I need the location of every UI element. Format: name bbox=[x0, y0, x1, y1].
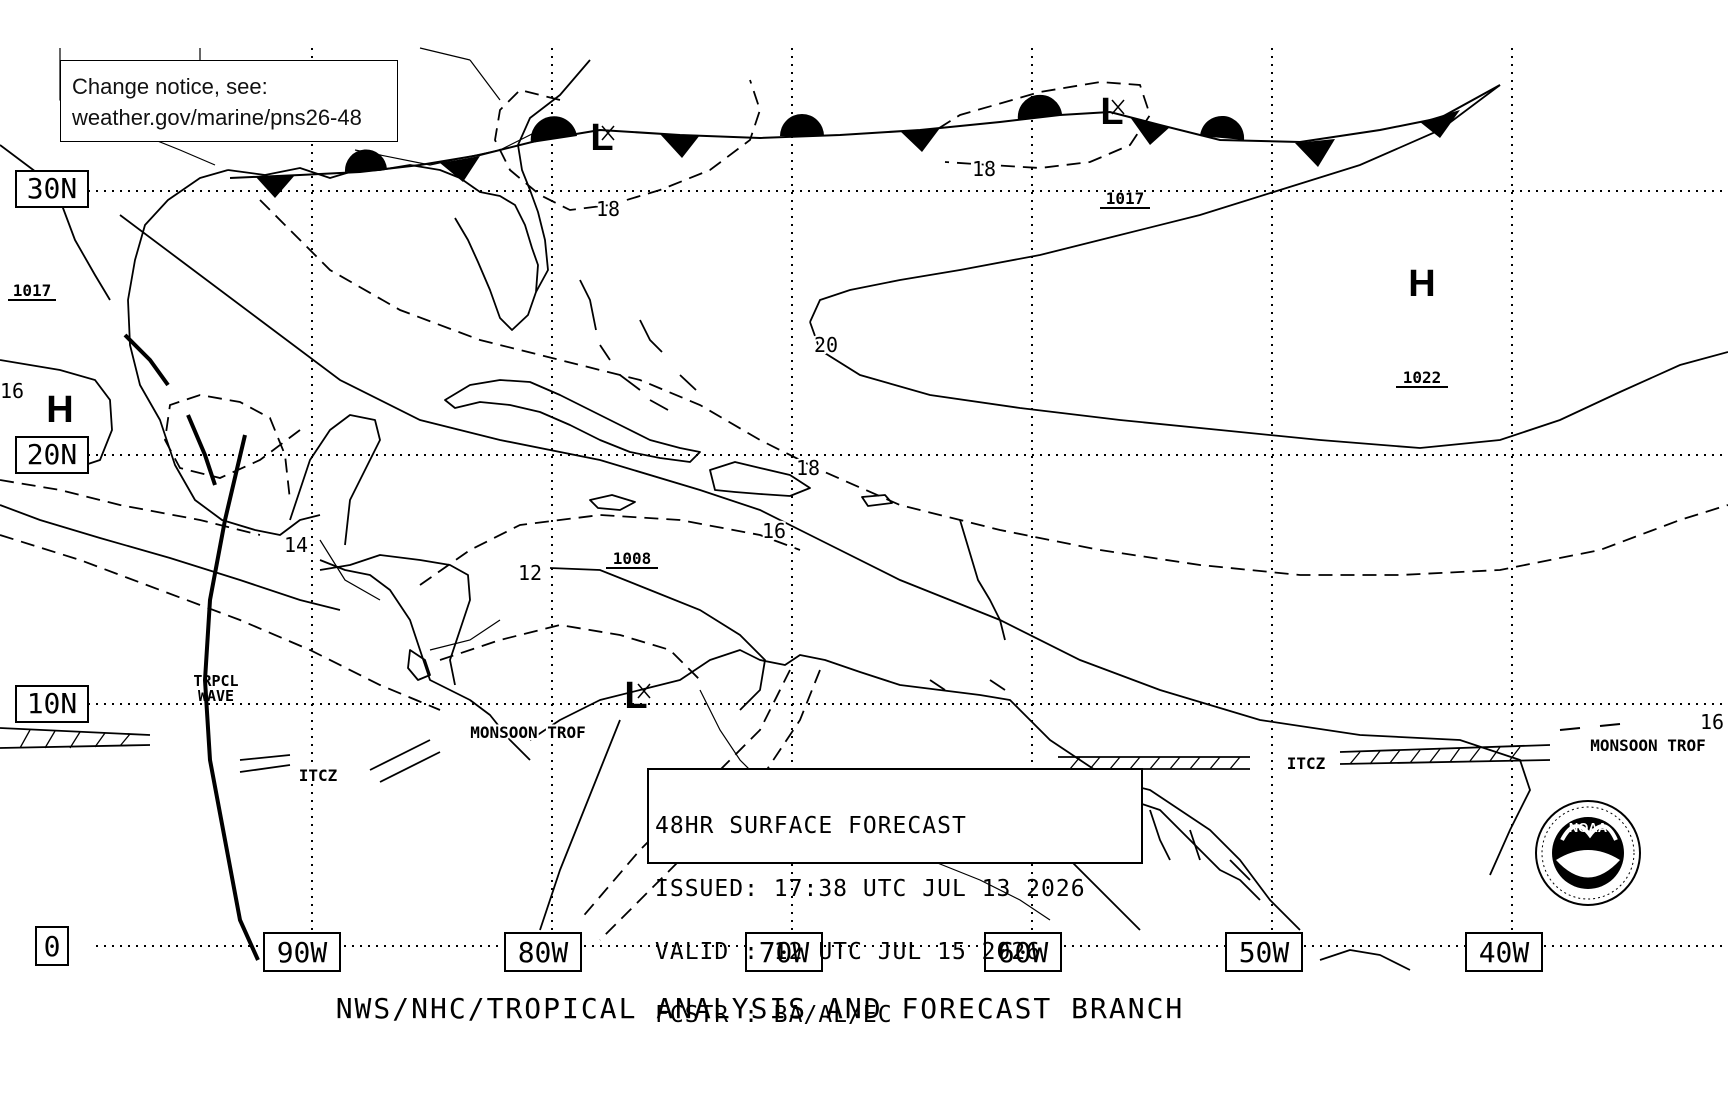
high-pressure-center-gulf: H bbox=[46, 389, 73, 431]
lon-label-40w: 40W bbox=[1479, 936, 1530, 969]
coastlines bbox=[0, 59, 1411, 971]
feature-labels: MONSOON TROF MONSOON TROF ITCZ ITCZ bbox=[297, 721, 1708, 787]
change-notice-line-1: Change notice, see: bbox=[72, 74, 268, 99]
change-notice: Change notice, see: weather.gov/marine/p… bbox=[60, 60, 398, 142]
pressure-label-caribbean: 1008 bbox=[613, 549, 652, 568]
isobar-label: 16 bbox=[0, 379, 24, 403]
pressure-value-labels: 1017 1017 1022 1008 bbox=[8, 189, 1448, 569]
isobar-label: 18 bbox=[596, 197, 620, 221]
tropical-wave-axis bbox=[123, 333, 260, 961]
lat-label-equator: 0 bbox=[44, 930, 61, 963]
lat-label-20n: 20N bbox=[27, 438, 78, 471]
isobar-label: 14 bbox=[284, 533, 308, 557]
high-pressure-center-atlantic: H bbox=[1408, 263, 1435, 305]
isobar-labels: 18 18 20 18 16 16 14 12 16 bbox=[0, 155, 1726, 736]
isobar-label: 12 bbox=[518, 561, 542, 585]
forecast-valid: VALID : 12 UTC JUL 15 2026 bbox=[655, 939, 1042, 965]
forecast-issued: ISSUED: 17:38 UTC JUL 13 2026 bbox=[655, 876, 1086, 902]
monsoon-trough-label-west: MONSOON TROF bbox=[470, 723, 586, 742]
lon-label-90w: 90W bbox=[277, 936, 328, 969]
front-cold-triangles bbox=[255, 110, 1460, 198]
isobar-label: 20 bbox=[814, 333, 838, 357]
low-center-markers bbox=[601, 99, 1125, 699]
lon-label-70w: 70W bbox=[759, 936, 810, 969]
monsoon-trough-label-east: MONSOON TROF bbox=[1590, 736, 1706, 755]
forecast-title: 48HR SURFACE FORECAST bbox=[655, 813, 967, 839]
pressure-centers: H H L L L bbox=[46, 91, 1435, 717]
noaa-logo-text: NOAA bbox=[1569, 820, 1608, 835]
pressure-label-atlantic-high: 1022 bbox=[1403, 368, 1442, 387]
noaa-logo: NOAA bbox=[1535, 800, 1641, 906]
lat-label-10n: 10N bbox=[27, 687, 78, 720]
itcz-hatch bbox=[19, 729, 1521, 770]
monsoon-trough bbox=[1559, 723, 1621, 731]
longitude-labels: 90W 80W 70W 60W 50W 40W bbox=[263, 932, 1543, 972]
forecast-forecaster: FCSTR : BA/AL/EC bbox=[655, 1002, 893, 1028]
isobar-label: 16 bbox=[762, 519, 786, 543]
lon-label-60w: 60W bbox=[998, 936, 1049, 969]
isobars-dashed bbox=[0, 79, 1728, 941]
itcz-label-west: ITCZ bbox=[299, 766, 338, 785]
isobar-label: 16 bbox=[1700, 710, 1724, 734]
footer-credit: NWS/NHC/TROPICAL ANALYSIS AND FORECAST B… bbox=[335, 992, 1185, 1025]
low-pressure-center-atlantic: L bbox=[1100, 91, 1123, 133]
pressure-label-atlantic-north: 1017 bbox=[1106, 189, 1145, 208]
lon-label-80w: 80W bbox=[518, 936, 569, 969]
isobar-label: 18 bbox=[972, 157, 996, 181]
itcz-bands bbox=[0, 727, 1551, 783]
latitude-labels: 30N 20N 10N 0 bbox=[15, 170, 89, 966]
itcz-label-east: ITCZ bbox=[1287, 754, 1326, 773]
front-warm-semicircles bbox=[344, 94, 1245, 172]
isobars-solid bbox=[0, 84, 1728, 876]
tropical-wave-label-wrapper: TRPCL WAVE bbox=[193, 674, 239, 705]
lon-label-50w: 50W bbox=[1239, 936, 1290, 969]
frontal-boundary bbox=[229, 84, 1501, 179]
pressure-label-gulf-high: 1017 bbox=[13, 281, 52, 300]
lat-label-30n: 30N bbox=[27, 172, 78, 205]
low-pressure-center-caribbean: L bbox=[624, 675, 647, 717]
low-pressure-center-southeast-us: L bbox=[590, 117, 613, 159]
forecast-info-box: 48HR SURFACE FORECAST ISSUED: 17:38 UTC … bbox=[647, 768, 1143, 1027]
change-notice-link[interactable]: weather.gov/marine/pns26-48 bbox=[72, 105, 362, 130]
tropical-wave-label: TRPCL WAVE bbox=[193, 674, 239, 705]
isobar-label: 18 bbox=[796, 456, 820, 480]
